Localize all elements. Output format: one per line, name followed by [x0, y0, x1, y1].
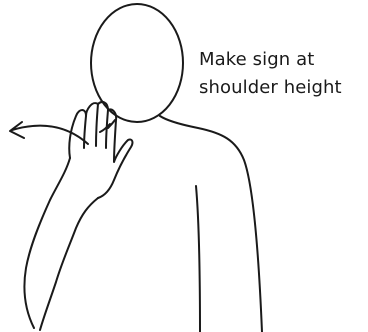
arrow-head [10, 122, 24, 138]
instruction-line-1: Make sign at [199, 46, 367, 74]
raised-hand [69, 102, 132, 198]
torso-line [196, 186, 200, 332]
head-outline [91, 4, 183, 122]
motion-arrow [12, 126, 88, 144]
forearm [24, 158, 98, 330]
instruction-line-2: shoulder height [199, 74, 367, 102]
instruction-caption: Make sign at shoulder height [199, 46, 367, 102]
